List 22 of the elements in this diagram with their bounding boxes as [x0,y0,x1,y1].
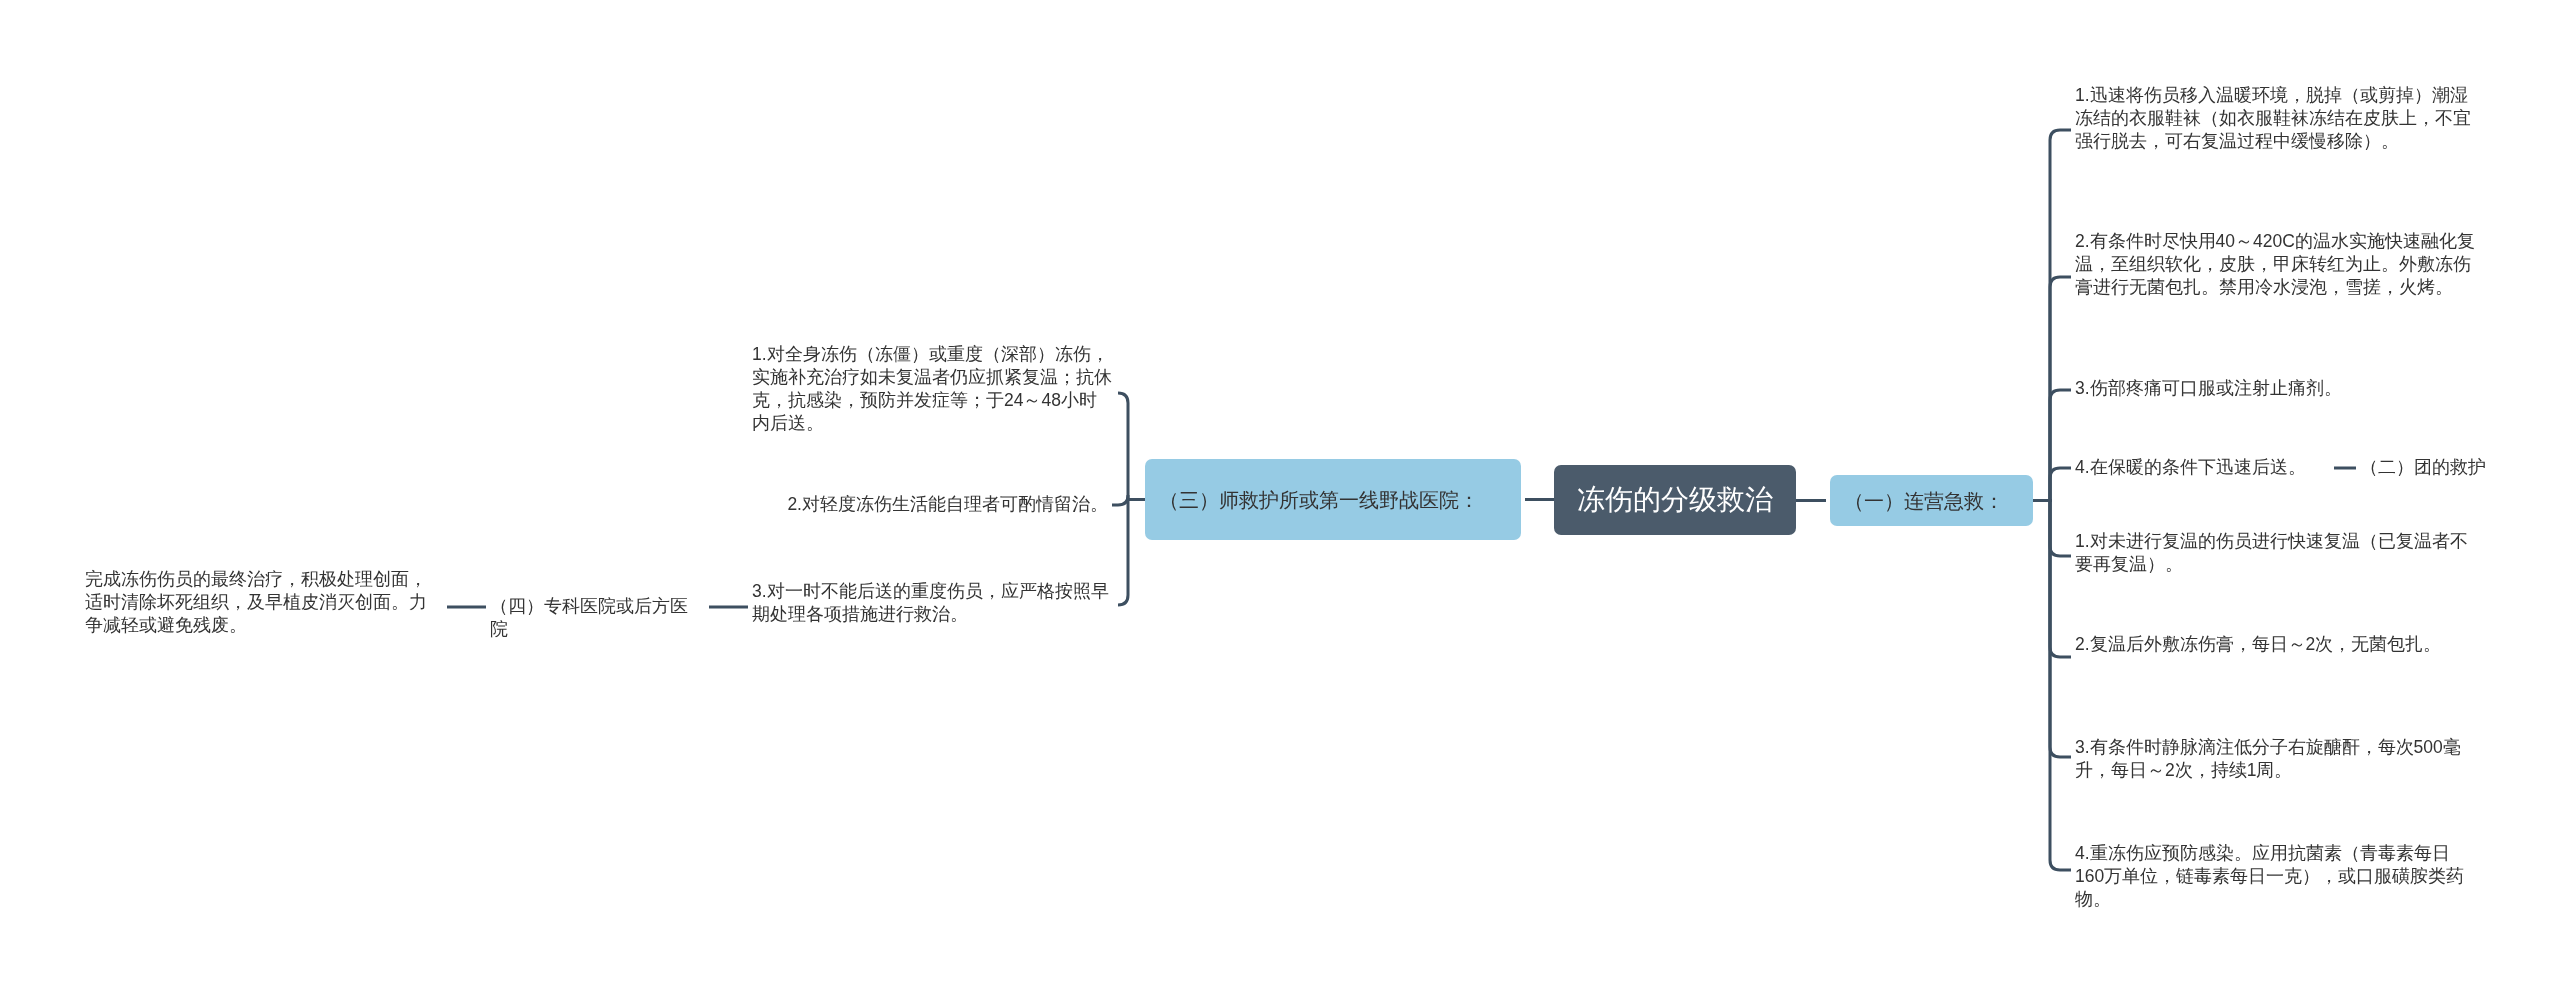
topic-text: 2.有条件时尽快用40～420C的温水实施快速融化复温，至组织软化，皮肤，甲床转红为止。外敷冻伤膏进行无菌包扎。禁用冷水浸泡，雪搓，火烤。 [2075,230,2475,325]
central-topic-box: 冻伤的分级救治 [1554,465,1796,535]
connector-line [2334,466,2356,470]
topic-text: 3.有条件时静脉滴注低分子右旋醣酐，每次500毫升，每日～2次，持续1周。 [2075,736,2475,786]
connector-line [1525,498,1554,501]
connector-line [447,605,486,609]
topic-text: 4.在保暖的条件下迅速后送。 [2075,456,2330,481]
topic-text: 2.复温后外敷冻伤膏，每日～2次，无菌包扎。 [2075,633,2475,683]
branch-topic-box: （三）师救护所或第一线野战医院： [1145,459,1521,540]
topic-text: 1.迅速将伤员移入温暖环境，脱掉（或剪掉）潮湿冻结的衣服鞋袜（如衣服鞋袜冻结在皮肤上，不宜强行脱去，可右复温过程中缓慢移除）。 [2075,84,2475,179]
connector-line [709,605,748,609]
topic-text: 1.对全身冻伤（冻僵）或重度（深部）冻伤，实施补充治疗如未复温者仍应抓紧复温；抗休克，抗感染，预防并发症等；于24～48小时内后送。 [752,343,1114,438]
connector-line [1796,499,1826,502]
topic-text: 4.重冻伤应预防感染。应用抗菌素（青毒素每日160万单位，链毒素每日一克），或口服磺胺类药物。 [2075,842,2475,914]
topic-text: 完成冻伤伤员的最终治疗，积极处理创面，适时清除坏死组织，及早植皮消灭创面。力争减轻或避免残废。 [85,568,443,640]
topic-text: 1.对未进行复温的伤员进行快速复温（已复温者不要再复温）。 [2075,530,2475,580]
branch-topic-box: （一）连营急救： [1830,475,2033,526]
topic-text: 3.对一时不能后送的重度伤员，应严格按照早期处理各项措施进行救治。 [752,580,1114,630]
topic-text: （二）团的救护 [2360,456,2520,481]
topic-text: 3.伤部疼痛可口服或注射止痛剂。 [2075,377,2475,402]
topic-text: 2.对轻度冻伤生活能自理者可酌情留治。 [752,493,1108,518]
topic-text: （四）专科医院或后方医院 [490,595,705,641]
